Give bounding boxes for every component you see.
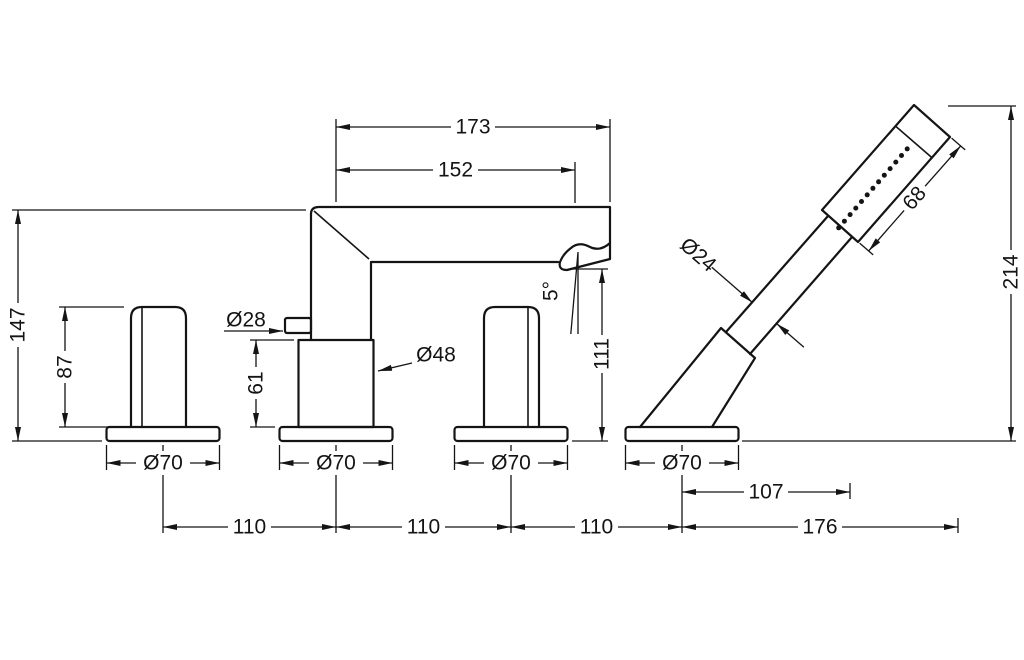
dim-label-5deg: 5° [540,281,563,301]
dimension-107-shower-offset: 107 [682,481,851,504]
left-handle [105,305,221,443]
spray-nozzle-dots [836,146,910,231]
dimension-110-spacing-2: 110 [336,516,511,539]
right-handle-body [482,305,541,429]
spout-body [309,205,612,342]
shower-holder [638,326,757,429]
hand-shower [624,103,952,443]
dim-label-d70-2: Ø70 [316,452,356,475]
dim-label-176: 176 [802,516,837,539]
dimension-87-handle-height: 87 [54,306,124,428]
dimension-68-spray-length: 68 [859,137,966,256]
dim-label-61: 61 [245,371,268,394]
dimension-152-spout-outlet: 152 [336,159,576,203]
right-handle [453,305,569,443]
diverter-knob [283,316,313,335]
dimension-24-shower-diameter: Ø24 [675,233,805,348]
shower-handle [724,214,854,356]
dimension-173-spout-total: 173 [335,116,611,202]
spout-column [297,338,375,429]
dim-label-d24: Ø24 [675,233,720,277]
dimension-110-spacing-1: 110 [163,516,336,539]
left-handle-base [105,425,221,443]
dimension-70-base-3: Ø70 [453,445,569,475]
dim-label-d70-4: Ø70 [662,452,702,475]
dimension-5deg-spout-angle: 5° [540,251,579,335]
dimension-70-base-1: Ø70 [105,445,221,475]
dim-label-214: 214 [1000,254,1023,289]
dimension-214-shower-height: 214 [742,105,1023,442]
dimension-70-base-4: Ø70 [624,445,740,475]
shower-head [820,103,952,244]
shower-head-cap-line [894,125,933,159]
dimension-48-column-diameter: Ø48 [377,344,456,372]
dim-label-87: 87 [54,355,77,378]
dimension-28-knob-diameter: Ø28 [224,309,283,334]
base-centerlines [162,445,683,533]
spout-assembly [278,205,612,443]
spout-base [278,425,394,443]
right-handle-base [453,425,569,443]
dim-label-173: 173 [455,116,490,139]
dimension-70-base-2: Ø70 [278,445,394,475]
dim-label-111: 111 [591,338,614,370]
dim-label-110-3: 110 [580,516,613,539]
dimension-176-shower-reach: 176 [682,516,959,539]
dim-label-147: 147 [7,307,30,342]
dim-label-d70-3: Ø70 [491,452,531,475]
dim-label-d28: Ø28 [226,309,266,332]
dim-label-68: 68 [898,182,931,215]
spout-miter-line [313,210,370,260]
dimension-111-outlet-height: 111 [570,268,614,442]
dim-label-107: 107 [748,481,783,504]
dim-label-152: 152 [438,159,473,182]
shower-base [624,425,740,443]
left-handle-body [129,305,188,429]
dim-label-110-2: 110 [407,516,440,539]
dim-label-d70-1: Ø70 [143,452,183,475]
dimension-110-spacing-3: 110 [511,516,682,539]
dimension-61-column-height: 61 [245,339,294,428]
dim-label-d48: Ø48 [416,344,456,367]
dim-label-110-1: 110 [233,516,266,539]
dimension-147-overall-height: 147 [7,209,306,442]
